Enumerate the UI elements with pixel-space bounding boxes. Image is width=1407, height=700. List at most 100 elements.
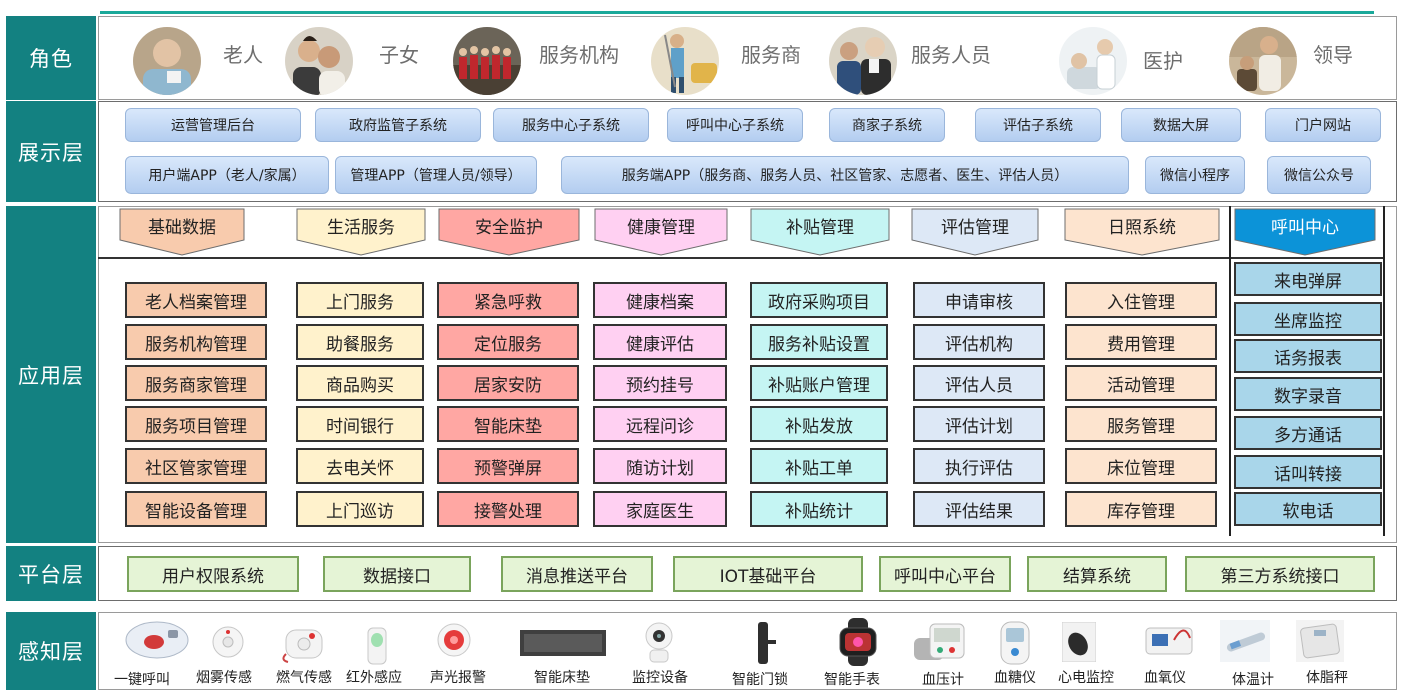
module-item-safety-monitoring[interactable]: 智能床垫 [437,406,579,442]
module-item-basic-data[interactable]: 服务项目管理 [125,406,267,442]
module-item-safety-monitoring[interactable]: 接警处理 [437,491,579,527]
merchant-subsystem-button[interactable]: 商家子系统 [829,108,945,142]
message-push-platform[interactable]: 消息推送平台 [501,556,653,592]
module-header-safety-monitoring: 安全监护 [438,208,580,256]
module-item-life-service[interactable]: 去电关怀 [296,448,424,484]
module-title: 补贴管理 [786,218,854,238]
wechat-miniprogram-button[interactable]: 微信小程序 [1145,156,1245,194]
module-item-daycare-system[interactable]: 库存管理 [1065,491,1217,527]
body-scale-icon [1296,620,1344,666]
module-item-subsidy-management[interactable]: 补贴统计 [750,491,888,527]
module-item-safety-monitoring[interactable]: 定位服务 [437,324,579,360]
third-party-interface[interactable]: 第三方系统接口 [1185,556,1375,592]
module-item-basic-data[interactable]: 智能设备管理 [125,491,267,527]
role-service-provider: 服务商 [651,25,811,95]
module-item-call-center[interactable]: 话务报表 [1234,339,1382,373]
arrow-shape [119,208,245,256]
module-item-subsidy-management[interactable]: 补贴账户管理 [750,365,888,401]
module-item-call-center[interactable]: 话叫转接 [1234,455,1382,489]
role-children: 子女 [285,25,425,95]
module-item-health-management[interactable]: 家庭医生 [593,491,727,527]
module-header-call-center: 呼叫中心 [1234,208,1376,256]
module-item-basic-data[interactable]: 社区管家管理 [125,448,267,484]
module-item-health-management[interactable]: 随访计划 [593,448,727,484]
sensor-label: 一键呼叫 [114,672,170,688]
module-item-assessment-management[interactable]: 执行评估 [913,448,1045,484]
module-item-daycare-system[interactable]: 床位管理 [1065,448,1217,484]
module-item-basic-data[interactable]: 服务机构管理 [125,324,267,360]
wechat-official-account-button[interactable]: 微信公众号 [1267,156,1371,194]
assessment-subsystem-button[interactable]: 评估子系统 [975,108,1101,142]
role-label: 服务机构 [539,43,619,67]
module-title: 日照系统 [1108,218,1176,238]
module-item-life-service[interactable]: 助餐服务 [296,324,424,360]
module-item-basic-data[interactable]: 服务商家管理 [125,365,267,401]
arrow-shape [438,208,580,256]
module-item-health-management[interactable]: 远程问诊 [593,406,727,442]
module-item-safety-monitoring[interactable]: 紧急呼救 [437,282,579,318]
module-item-subsidy-management[interactable]: 补贴工单 [750,448,888,484]
sensor-label: 体温计 [1232,672,1274,688]
data-interface[interactable]: 数据接口 [323,556,471,592]
module-item-health-management[interactable]: 预约挂号 [593,365,727,401]
call-center-subsystem-button[interactable]: 呼叫中心子系统 [667,108,803,142]
module-item-assessment-management[interactable]: 评估结果 [913,491,1045,527]
module-title: 呼叫中心 [1271,218,1339,238]
module-item-daycare-system[interactable]: 入住管理 [1065,282,1217,318]
gas-sensor-icon [282,624,326,668]
iot-platform[interactable]: IOT基础平台 [673,556,863,592]
service-org-photo [453,27,521,95]
oximeter-icon [1144,620,1194,664]
platform-content: 用户权限系统 数据接口 消息推送平台 IOT基础平台 呼叫中心平台 结算系统 第… [98,546,1397,601]
glucose-meter-icon [998,620,1032,670]
service-center-button[interactable]: 服务中心子系统 [493,108,649,142]
module-item-call-center[interactable]: 数字录音 [1234,377,1382,411]
sensor-label: 血氧仪 [1144,670,1186,686]
module-item-life-service[interactable]: 上门巡访 [296,491,424,527]
module-item-assessment-management[interactable]: 评估机构 [913,324,1045,360]
leader-photo [1229,27,1297,95]
user-permission-system[interactable]: 用户权限系统 [127,556,299,592]
user-app-button[interactable]: 用户端APP（老人/家属） [125,156,329,194]
role-medical: 医护 [1059,25,1209,95]
module-item-daycare-system[interactable]: 服务管理 [1065,406,1217,442]
module-item-safety-monitoring[interactable]: 预警弹屏 [437,448,579,484]
layer-label-display: 展示层 [6,101,96,202]
module-item-life-service[interactable]: 商品购买 [296,365,424,401]
module-item-safety-monitoring[interactable]: 居家安防 [437,365,579,401]
module-item-life-service[interactable]: 上门服务 [296,282,424,318]
module-item-subsidy-management[interactable]: 补贴发放 [750,406,888,442]
module-item-daycare-system[interactable]: 活动管理 [1065,365,1217,401]
sensor-label: 体脂秤 [1306,670,1348,686]
module-item-assessment-management[interactable]: 申请审核 [913,282,1045,318]
module-item-life-service[interactable]: 时间银行 [296,406,424,442]
module-item-assessment-management[interactable]: 评估人员 [913,365,1045,401]
portal-button[interactable]: 门户网站 [1265,108,1381,142]
ops-admin-button[interactable]: 运营管理后台 [125,108,301,142]
module-item-assessment-management[interactable]: 评估计划 [913,406,1045,442]
layer-label-application: 应用层 [6,206,96,543]
module-item-call-center[interactable]: 来电弹屏 [1234,262,1382,296]
module-header-assessment-management: 评估管理 [911,208,1039,256]
module-item-daycare-system[interactable]: 费用管理 [1065,324,1217,360]
gov-supervision-button[interactable]: 政府监管子系统 [315,108,481,142]
service-app-button[interactable]: 服务端APP（服务商、服务人员、社区管家、志愿者、医生、评估人员） [561,156,1129,194]
role-service-org: 服务机构 [453,25,633,95]
emergency-call-device-icon [124,618,190,666]
module-item-health-management[interactable]: 健康档案 [593,282,727,318]
arrow-shape [911,208,1039,256]
call-center-platform[interactable]: 呼叫中心平台 [879,556,1011,592]
module-item-basic-data[interactable]: 老人档案管理 [125,282,267,318]
alarm-icon [436,622,472,662]
arrow-shape [1234,208,1376,256]
data-screen-button[interactable]: 数据大屏 [1121,108,1241,142]
module-item-subsidy-management[interactable]: 政府采购项目 [750,282,888,318]
settlement-system[interactable]: 结算系统 [1027,556,1167,592]
module-item-call-center[interactable]: 多方通话 [1234,416,1382,450]
module-item-call-center[interactable]: 软电话 [1234,492,1382,526]
management-app-button[interactable]: 管理APP（管理人员/领导） [335,156,537,194]
module-item-call-center[interactable]: 坐席监控 [1234,302,1382,336]
elderly-photo [133,27,201,95]
module-item-subsidy-management[interactable]: 服务补贴设置 [750,324,888,360]
module-item-health-management[interactable]: 健康评估 [593,324,727,360]
